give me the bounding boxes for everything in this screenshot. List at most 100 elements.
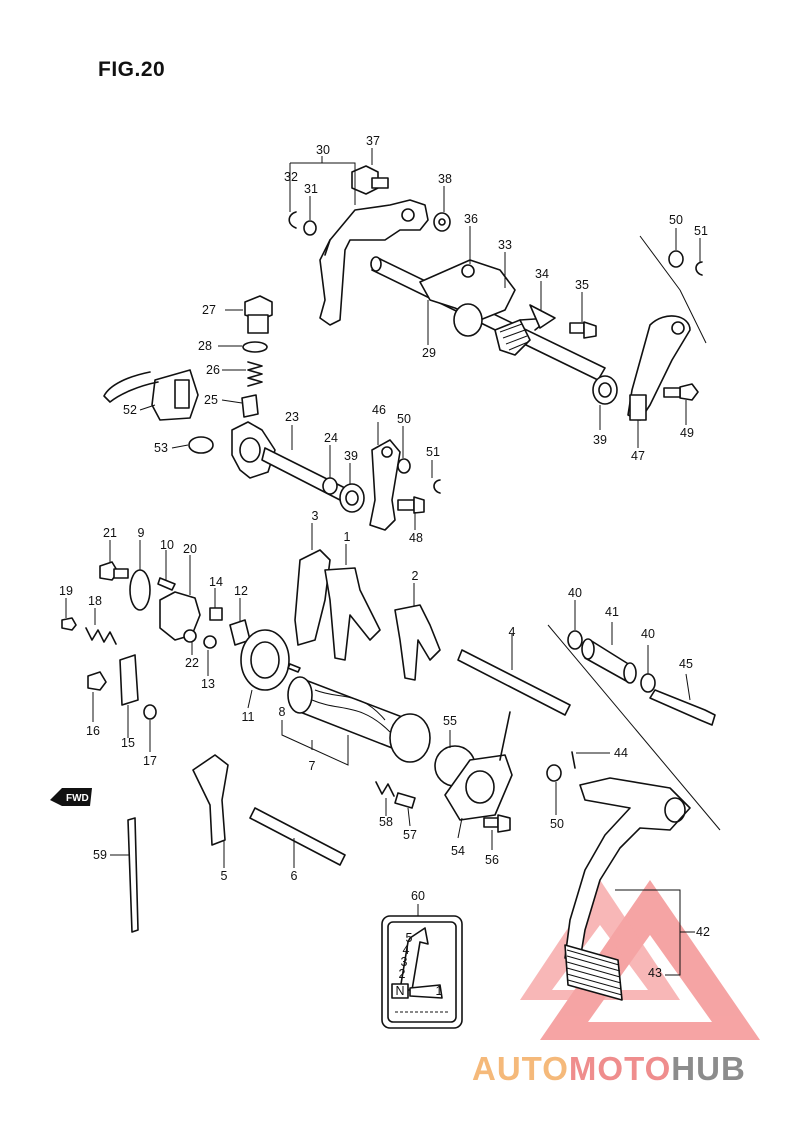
fwd-label: FWD: [66, 793, 89, 804]
callout: 26: [206, 363, 220, 377]
callout: 5: [221, 869, 228, 883]
callout: 18: [88, 594, 102, 608]
callout: 44: [614, 746, 628, 760]
cable-tie-59: [127, 817, 139, 933]
callout: 46: [372, 403, 386, 417]
bolt-48: [397, 496, 425, 514]
switch-cover-54: [444, 711, 513, 821]
clip-51b: [433, 479, 441, 494]
bolt-45: [649, 689, 716, 726]
callout: 10: [160, 538, 174, 552]
o-ring-53: [188, 436, 214, 454]
spring-18: [85, 627, 117, 645]
fork-2: [394, 604, 441, 681]
spring-58: [375, 781, 395, 797]
callout-numbers: 30 37 32 31 38 36 33 34 35 50 51 29 39 4…: [59, 134, 710, 980]
fork-shaft-4: [457, 649, 571, 716]
callout: 14: [209, 575, 223, 589]
gearshift-lever-42: [564, 777, 691, 961]
cam-plate-20: [159, 591, 201, 641]
pin-10: [157, 577, 176, 591]
callout: 28: [198, 339, 212, 353]
shift-plate-30: [319, 199, 429, 326]
callout: 39: [593, 433, 607, 447]
bearing-11: [240, 629, 290, 691]
callout: 35: [575, 278, 589, 292]
callout: 17: [143, 754, 157, 768]
callout: 41: [605, 605, 619, 619]
washer-50b: [397, 458, 411, 474]
callout: 23: [285, 410, 299, 424]
callout: 22: [185, 656, 199, 670]
callout: 27: [202, 303, 216, 317]
callout: 50: [397, 412, 411, 426]
callout: 34: [535, 267, 549, 281]
callout: 55: [443, 714, 457, 728]
bolt-19: [61, 617, 77, 631]
shift-label-gear-4: 4: [403, 943, 410, 957]
callout: 13: [201, 677, 215, 691]
callout: 39: [344, 449, 358, 463]
callout: 25: [204, 393, 218, 407]
gear-position-switch-52: [103, 369, 199, 421]
callout: 54: [451, 844, 465, 858]
shift-label-gear-3: 3: [401, 955, 408, 969]
spacer-41: [581, 638, 637, 684]
watermark-hub: HUB: [671, 1050, 746, 1087]
fwd-arrow-icon: FWD: [50, 788, 92, 806]
callout: 51: [426, 445, 440, 459]
fork-1: [324, 567, 381, 661]
callout: 15: [121, 736, 135, 750]
callout: 37: [366, 134, 380, 148]
washer-24: [322, 477, 338, 495]
callout: 57: [403, 828, 417, 842]
callout: 21: [103, 526, 117, 540]
callout: 31: [304, 182, 318, 196]
shift-label-n: N: [395, 984, 404, 998]
gasket-28: [242, 341, 268, 353]
callout: 56: [485, 853, 499, 867]
washer-13: [203, 635, 217, 649]
callout: 29: [422, 346, 436, 360]
shift-shaft-29: [370, 256, 606, 381]
callout: 50: [669, 213, 683, 227]
callout: 1: [344, 530, 351, 544]
clip-51a: [695, 261, 703, 276]
pin-25: [241, 394, 259, 418]
callout: 30: [316, 143, 330, 157]
pin-8: [287, 663, 301, 673]
fork-shaft-6: [249, 807, 346, 866]
callout: 43: [648, 966, 662, 980]
shift-label-gear-5: 5: [406, 931, 413, 945]
watermark-logo: [520, 880, 760, 1040]
oil-seal-39a: [592, 375, 618, 405]
callout: 20: [183, 542, 197, 556]
callout: 2: [412, 569, 419, 583]
shift-label-gear-2: 2: [399, 967, 406, 981]
shift-rubber-43: [564, 944, 623, 1001]
callout: 33: [498, 238, 512, 252]
callout: 38: [438, 172, 452, 186]
bolt-37: [351, 165, 389, 195]
callout: 6: [291, 869, 298, 883]
arm-46: [369, 439, 401, 531]
bushing-40b: [640, 673, 656, 693]
fork-5: [192, 754, 229, 846]
leader-lines: [65, 148, 701, 916]
clip-32: [288, 211, 297, 229]
seal-39b: [339, 483, 365, 513]
bolt-56: [483, 814, 511, 833]
callout: 50: [550, 817, 564, 831]
callout: 7: [309, 759, 316, 773]
bolt-35: [569, 321, 597, 339]
washer-50a: [668, 250, 684, 268]
callout: 45: [679, 657, 693, 671]
bolt-14: [209, 607, 223, 621]
washer-31: [303, 220, 317, 236]
watermark-moto: MOTO: [568, 1050, 672, 1087]
callout: 47: [631, 449, 645, 463]
watermark-auto: AUTO: [472, 1050, 569, 1087]
bushing-40a: [567, 630, 583, 650]
bolt-21: [99, 561, 129, 581]
